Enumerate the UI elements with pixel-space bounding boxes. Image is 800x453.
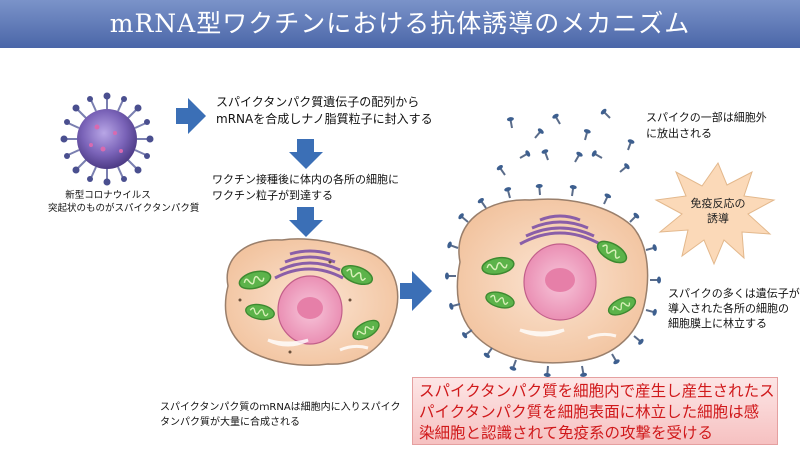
page-title: mRNA型ワクチンにおける抗体誘導のメカニズム	[0, 0, 800, 48]
spike-membrane-text: スパイクの多くは遺伝子が導入された各所の細胞の細胞膜上に林立する	[668, 287, 800, 330]
flow-arrows	[176, 98, 432, 311]
immune-response-label: 免疫反応の誘導	[690, 197, 746, 225]
step2-text: ワクチン接種後に体内の各所の細胞にワクチン粒子が到達する	[212, 173, 399, 202]
arrow-down-1	[289, 139, 323, 169]
arrow-right-1	[176, 98, 206, 134]
conclusion-callout: スパイクタンパク質を細胞内で産生し産生されたス パイクタンパク質を細胞表面に林立…	[412, 377, 778, 445]
cell-illustration-2	[444, 182, 662, 379]
cell-illustration-1	[224, 238, 399, 366]
released-spikes	[494, 106, 637, 179]
spike-release-text: スパイクの一部は細胞外に放出される	[646, 111, 767, 140]
coronavirus-illustration	[60, 92, 154, 186]
immune-response-starburst	[654, 161, 776, 266]
arrow-down-2	[289, 207, 323, 237]
arrow-right-2	[400, 271, 432, 311]
step3-text: スパイクタンパク質のｍRNAは細胞内に入りスパイクタンパク質が大量に合成される	[160, 402, 401, 428]
virus-caption: 新型コロナウイルス突起状のものがスパイクタンパク質	[48, 190, 200, 214]
